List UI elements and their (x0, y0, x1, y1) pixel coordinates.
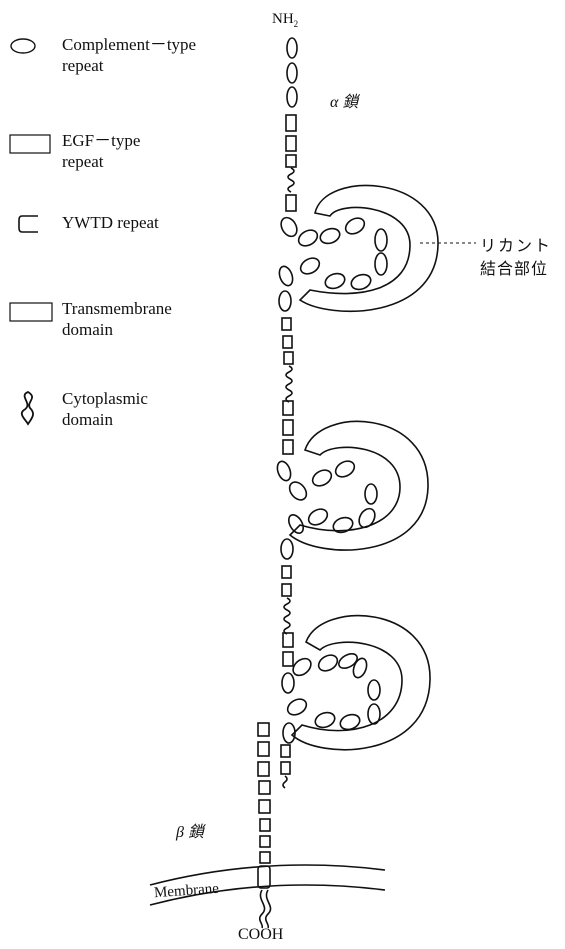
egf-repeat (282, 632, 294, 648)
legend-transmembrane-line2: domain (62, 320, 113, 339)
ligand-binding-site-line1: リカント (480, 236, 553, 255)
egf-repeat (282, 439, 294, 455)
linker (283, 597, 291, 635)
egf-repeat (283, 351, 294, 365)
complement-repeat (334, 460, 356, 478)
egf-repeat (285, 114, 297, 132)
legend-transmembrane-line1: Transmembrane (62, 299, 172, 318)
linker (287, 167, 295, 193)
complement-repeat (307, 508, 329, 526)
egf-repeat (257, 722, 270, 737)
complement-repeat (286, 37, 298, 59)
legend-egf-line2: repeat (62, 152, 104, 171)
complement-repeat (358, 507, 376, 529)
ywtd-arc-2 (288, 420, 429, 551)
complement-repeat (278, 290, 292, 312)
complement-repeat (364, 483, 378, 505)
complement-repeat (352, 657, 368, 679)
wide-rectangle-icon (9, 302, 53, 322)
complement-repeat (350, 273, 372, 291)
membrane-lower (149, 884, 386, 906)
cooh-label: COOH (238, 926, 284, 943)
complement-repeat (374, 228, 388, 252)
egf-repeat (281, 317, 292, 331)
complement-repeat (280, 538, 294, 560)
egf-repeat (258, 780, 271, 795)
complement-repeat (324, 272, 346, 290)
membrane-upper (149, 864, 386, 886)
complement-repeat (311, 469, 333, 487)
complement-repeat (280, 216, 298, 238)
egf-repeat (257, 761, 270, 777)
ywtd-arc-1 (298, 184, 439, 313)
legend-cytoplasmic-line1: Cytoplasmic (62, 389, 148, 408)
complement-repeat (282, 722, 296, 744)
complement-repeat (281, 672, 295, 694)
legend-cytoplasmic-line2: domain (62, 410, 113, 429)
complement-repeat (278, 265, 294, 287)
complement-repeat (339, 713, 361, 731)
complement-repeat (286, 62, 298, 84)
complement-repeat (317, 654, 339, 672)
complement-repeat (367, 703, 381, 725)
ellipse-icon (10, 38, 36, 54)
egf-repeat (281, 583, 292, 597)
egf-repeat (281, 565, 292, 579)
transmembrane-domain (257, 865, 271, 889)
egf-repeat (280, 744, 291, 758)
complement-repeat (287, 514, 305, 534)
nh2-label: NH2 (272, 11, 299, 29)
egf-repeat (282, 400, 294, 416)
legend-complement-line2: repeat (62, 56, 104, 75)
egf-repeat (259, 818, 271, 832)
complement-repeat (288, 481, 308, 501)
complement-repeat (314, 711, 336, 729)
beta-chain-label: β 鎖 (176, 824, 204, 841)
rectangle-icon (9, 134, 51, 154)
cytoplasmic-icon (20, 390, 34, 426)
linker (282, 775, 288, 789)
linker (285, 365, 293, 403)
complement-repeat (344, 217, 366, 235)
complement-repeat (319, 227, 341, 245)
cytoplasmic-domain (264, 889, 272, 929)
complement-repeat (299, 257, 321, 275)
alpha-chain-label: α 鎖 (330, 94, 359, 111)
egf-repeat (282, 335, 293, 349)
complement-repeat (286, 86, 298, 108)
egf-repeat (282, 651, 294, 667)
ywtd-arc-3 (290, 614, 431, 751)
complement-repeat (374, 252, 388, 276)
bracket-icon (18, 215, 38, 233)
complement-repeat (367, 679, 381, 701)
egf-repeat (280, 761, 291, 775)
egf-repeat (285, 135, 297, 152)
egf-repeat (285, 194, 297, 212)
egf-repeat (257, 741, 270, 757)
egf-repeat (259, 851, 271, 864)
legend-complement-line1: Complement－type (62, 35, 197, 54)
complement-repeat (292, 657, 312, 677)
complement-repeat (286, 698, 308, 716)
complement-repeat (332, 516, 354, 534)
complement-repeat (338, 652, 358, 670)
egf-repeat (258, 799, 271, 814)
egf-repeat (282, 419, 294, 436)
complement-repeat (276, 460, 292, 482)
egf-repeat (285, 154, 297, 168)
ligand-binding-site-line2: 結合部位 (480, 259, 549, 278)
egf-repeat (259, 835, 271, 848)
complement-repeat (297, 229, 319, 247)
cytoplasmic-domain (258, 889, 266, 929)
legend-ywtd-line1: YWTD repeat (62, 213, 159, 232)
legend-egf-line1: EGF－type (62, 131, 141, 150)
